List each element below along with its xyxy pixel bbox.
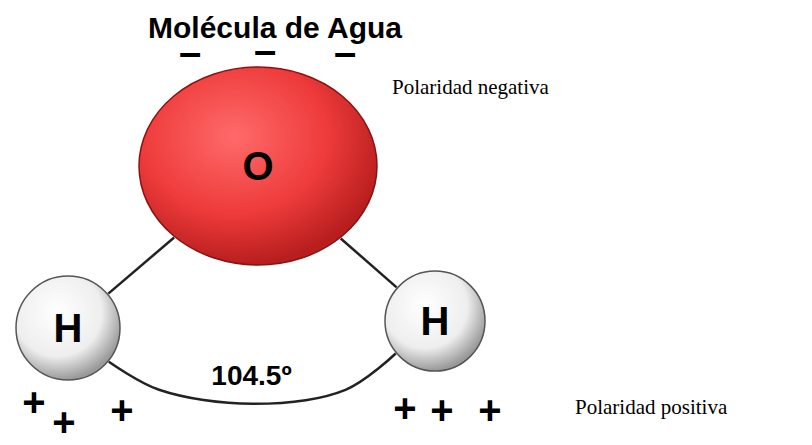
polarity-note: Polaridad negativa <box>392 77 549 98</box>
positive-charge: + <box>52 402 75 442</box>
positive-charge: + <box>478 390 501 430</box>
hydrogen-atom: H <box>384 270 486 372</box>
positive-charge: + <box>430 390 453 430</box>
oxygen-atom: O <box>138 66 378 266</box>
covalent-bond <box>108 238 174 294</box>
negative-charge: – <box>334 32 356 72</box>
polarity-note: Polaridad positiva <box>575 397 727 418</box>
atom-ellipse <box>16 276 120 380</box>
positive-charge: + <box>110 390 133 430</box>
positive-charge: + <box>22 382 45 422</box>
atom-ellipse <box>385 271 485 371</box>
atom-symbol: O <box>242 146 273 186</box>
angle-label: 104.5º <box>208 362 294 390</box>
hydrogen-atom: H <box>15 275 121 381</box>
negative-charge: – <box>179 32 201 72</box>
atom-ellipse <box>139 67 377 265</box>
covalent-bond <box>341 238 397 287</box>
bond-angle-arc <box>109 354 396 404</box>
positive-charge: + <box>393 388 416 428</box>
atom-symbol: H <box>421 301 450 341</box>
negative-charge: – <box>254 30 276 70</box>
atom-symbol: H <box>54 308 83 348</box>
